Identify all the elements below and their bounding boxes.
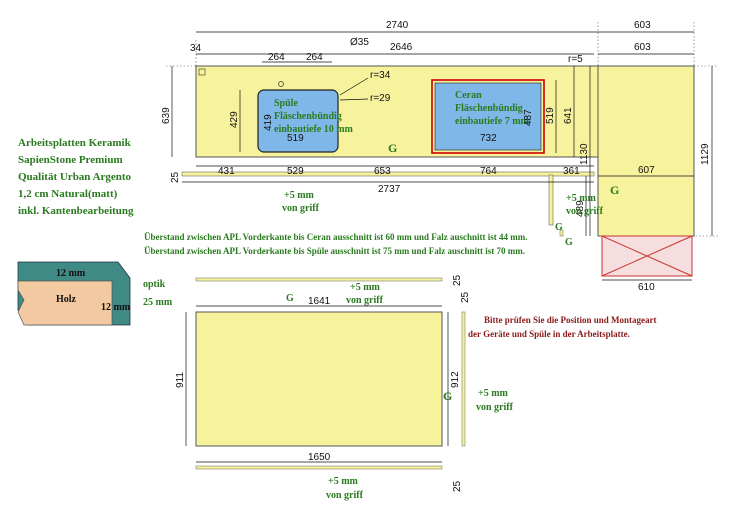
dim-2646: 2646	[390, 42, 413, 53]
grain-mark-corner: G	[610, 183, 619, 197]
dim-764: 764	[480, 166, 497, 177]
dim-1650: 1650	[308, 452, 331, 463]
grain-mark-top: G	[388, 141, 397, 155]
ceran-label-3: einbautiefe 7 mm	[455, 116, 530, 127]
bottom-side-strip	[461, 311, 466, 447]
ceran-label-1: Ceran	[455, 90, 482, 101]
sink-label-1: Spüle	[274, 98, 298, 109]
info-line-2: SapienStone Premium	[18, 154, 123, 166]
dim-911: 911	[175, 372, 186, 388]
dim-25-a: 25	[452, 274, 463, 286]
sink-label-3: einbautiefe 10 mm	[274, 124, 354, 135]
sink-cutout	[257, 89, 339, 153]
legend-side-mm: 12 mm	[101, 302, 131, 313]
dim-429: 429	[229, 111, 240, 128]
plus5-side: +5 mm	[566, 193, 597, 204]
sink-label-2: Fläschenbündig	[274, 111, 342, 122]
legend-top-mm: 12 mm	[56, 268, 86, 279]
main-worktop: Spüle Fläschenbündig einbautiefe 10 mm C…	[181, 65, 695, 277]
bottom-top-strip	[195, 277, 443, 282]
dim-519-v: 519	[545, 107, 556, 124]
dim-264-a: 264	[268, 52, 285, 63]
dim-r34: r=34	[370, 70, 391, 81]
side-edge-strip	[548, 174, 554, 226]
dim-2737: 2737	[378, 184, 401, 195]
vongriff-top: von griff	[282, 203, 320, 214]
dim-25-c: 25	[452, 480, 463, 492]
dim-487: 487	[523, 109, 534, 126]
vongriff-b1: von griff	[346, 295, 384, 306]
dim-610: 610	[638, 282, 655, 293]
dim-912: 912	[450, 371, 461, 388]
front-edge-strip	[181, 171, 595, 177]
dim-519-h: 519	[287, 133, 304, 144]
dim-34: 34	[190, 43, 202, 54]
vongriff-b3: von griff	[326, 490, 364, 501]
dim-603-b: 603	[634, 42, 651, 53]
grain-mark-strip-2: G	[565, 237, 573, 248]
info-line-4: 1,2 cm Natural(matt)	[18, 188, 118, 200]
dim-653: 653	[374, 166, 391, 177]
plus5-b2: +5 mm	[478, 388, 509, 399]
note-spuele: Überstand zwischen APL Vorderkante bis S…	[144, 246, 525, 256]
plus5-top: +5 mm	[284, 190, 315, 201]
bottom-front-strip	[195, 465, 443, 470]
ceran-frame	[431, 79, 545, 154]
second-worktop: 25 +5 mm von griff G 1641 G 911 912 25 +…	[175, 274, 514, 501]
dim-419: 419	[263, 114, 274, 131]
dim-1130: 1130	[579, 143, 590, 165]
info-line-1: Arbeitsplatten Keramik	[18, 137, 132, 149]
plus5-b1: +5 mm	[350, 282, 381, 293]
corner-plate	[597, 65, 695, 237]
dim-607: 607	[638, 165, 655, 176]
dim-1129: 1129	[700, 143, 711, 165]
dim-2740: 2740	[386, 20, 409, 31]
grain-mark-strip: G	[555, 222, 563, 233]
ceran-cutout	[434, 82, 542, 151]
dim-361: 361	[563, 166, 580, 177]
dim-641: 641	[563, 107, 574, 124]
corner-marker	[198, 68, 206, 76]
notes: Überstand zwischen APL Vorderkante bis C…	[144, 232, 657, 339]
dim-25-top: 25	[170, 171, 181, 183]
info-line-3: Qualität Urban Argento	[18, 171, 132, 183]
legend-wood: Holz	[56, 294, 77, 305]
check-note-2: der Geräte und Spüle in der Arbeitsplatt…	[468, 329, 630, 339]
check-note-1: Bitte prüfen Sie die Position und Montag…	[484, 315, 657, 325]
dim-639: 639	[161, 107, 172, 124]
material-info: Arbeitsplatten Keramik SapienStone Premi…	[18, 137, 134, 217]
grain-b1: G	[286, 293, 294, 304]
dim-r29: r=29	[370, 93, 391, 104]
plus5-b3: +5 mm	[328, 476, 359, 487]
dim-603-a: 603	[634, 20, 651, 31]
dim-489: 489	[575, 200, 586, 217]
legend-optik: optik	[143, 279, 166, 290]
dim-732: 732	[480, 133, 497, 144]
info-line-5: inkl. Kantenbearbeitung	[18, 205, 134, 217]
dim-35: Ø35	[350, 37, 369, 48]
dim-25-b: 25	[460, 291, 471, 303]
vongriff-b2: von griff	[476, 402, 514, 413]
dim-264-b: 264	[306, 52, 323, 63]
ceran-label-2: Fläschenbündig	[455, 103, 523, 114]
legend-optik-mm: 25 mm	[143, 297, 173, 308]
top-dimensions: 2740 603 603 2646 34 Ø35 264 264 r=5 r=3…	[161, 20, 718, 293]
wood-core-shape	[17, 280, 113, 326]
dim-431: 431	[218, 166, 235, 177]
tap-hole	[278, 81, 284, 87]
dim-529: 529	[287, 166, 304, 177]
note-ceran: Überstand zwischen APL Vorderkante bis C…	[144, 232, 528, 242]
vongriff-side: von griff	[566, 206, 604, 217]
bottom-plate	[195, 311, 443, 447]
dim-r5: r=5	[568, 54, 583, 65]
edge-legend: 12 mm Holz 12 mm optik 25 mm	[17, 261, 173, 326]
dim-1641: 1641	[308, 296, 331, 307]
